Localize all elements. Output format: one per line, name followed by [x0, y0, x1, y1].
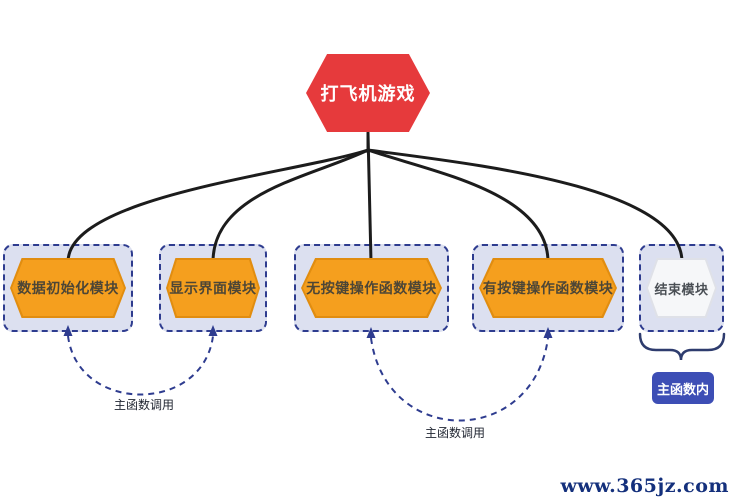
- node-label: 显示界面模块: [169, 280, 257, 296]
- node-data-init: 数据初始化模块: [10, 258, 126, 318]
- main-scope-badge: 主函数内: [652, 372, 714, 404]
- connector-to-no-key-ops: [366, 131, 373, 264]
- call-label-left: 主函数调用: [113, 398, 174, 412]
- node-label: 无按键操作函数模块: [306, 280, 437, 296]
- node-key-ops: 有按键操作函数模块: [479, 258, 617, 318]
- node-label: 有按键操作函数模块: [482, 280, 614, 296]
- hexagon-fill: 数据初始化模块: [12, 260, 124, 316]
- call-arc-right: [370, 337, 549, 422]
- node-label: 数据初始化模块: [17, 280, 119, 296]
- root-node-label: 打飞机游戏: [320, 84, 416, 104]
- node-display-ui: 显示界面模块: [166, 258, 260, 318]
- hexagon-fill: 无按键操作函数模块: [303, 260, 440, 316]
- node-game-root: 打飞机游戏: [306, 54, 430, 132]
- hexagon-fill: 显示界面模块: [168, 260, 258, 316]
- call-label-right: 主函数调用: [424, 426, 485, 440]
- node-no-key-ops: 无按键操作函数模块: [301, 258, 442, 318]
- main-scope-badge-label: 主函数内: [656, 381, 709, 397]
- hexagon-fill: 结束模块: [648, 260, 715, 316]
- watermark-text: www.365jz.com: [560, 475, 729, 497]
- call-arc-left: [67, 335, 214, 396]
- node-end: 结束模块: [646, 258, 717, 318]
- hexagon-fill: 有按键操作函数模块: [481, 260, 615, 316]
- node-label: 结束模块: [654, 281, 709, 297]
- underbrace-main-scope: [638, 332, 726, 361]
